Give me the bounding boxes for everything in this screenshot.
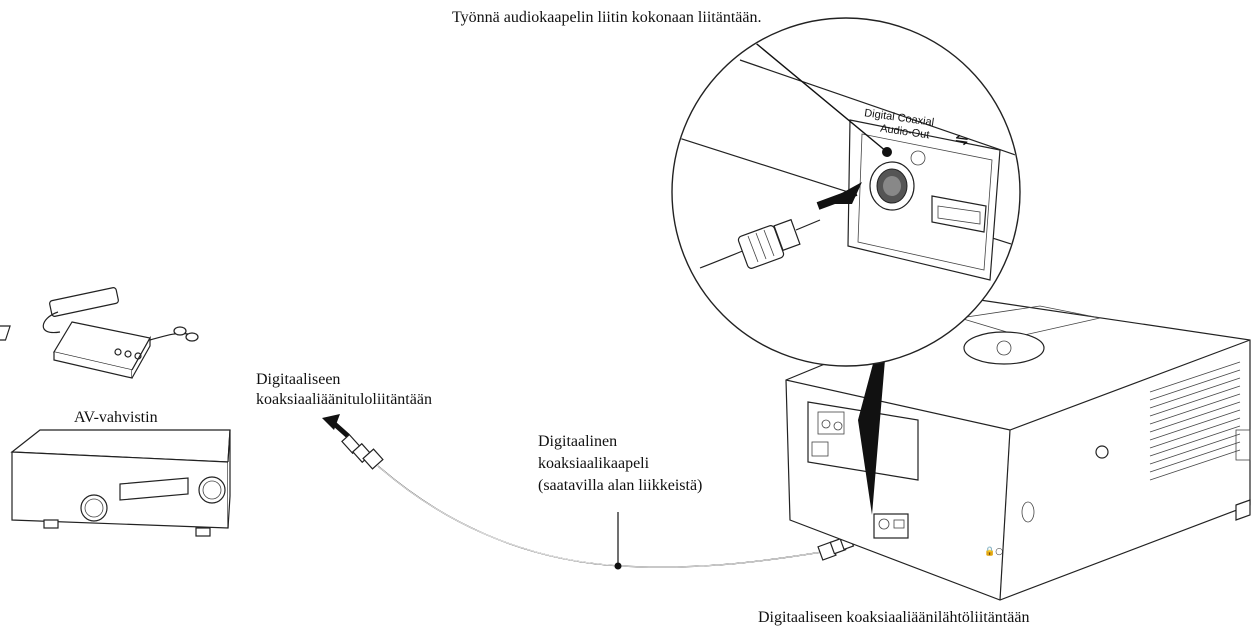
top-instruction-caption: Työnnä audiokaapelin liitin kokonaan lii… (452, 9, 762, 26)
projector-illustration: 🔒○ (785, 299, 1251, 601)
amp-input-caption-line1: Digitaaliseen (256, 371, 341, 388)
arrow-to-amp-input (322, 414, 350, 438)
cable-caption-line1: Digitaalinen (538, 433, 618, 450)
output-jack-caption: Digitaaliseen koaksiaaliäänilähtöliitänt… (758, 609, 1030, 626)
cable-caption-line2: koaksiaalikaapeli (538, 455, 650, 472)
svg-text:🔒○: 🔒○ (984, 546, 1003, 557)
amp-name-caption: AV-vahvistin (74, 409, 158, 426)
coaxial-cable (341, 433, 855, 570)
amp-input-caption-line2: koaksiaaliäänituloliitäntään (256, 391, 432, 408)
usb-icon: ⇋ (953, 129, 970, 150)
portable-player-illustration (0, 287, 199, 379)
av-amplifier-illustration (10, 429, 231, 537)
magnified-port-view (671, 17, 1021, 367)
cable-caption-line3: (saatavilla alan liikkeistä) (538, 477, 703, 494)
